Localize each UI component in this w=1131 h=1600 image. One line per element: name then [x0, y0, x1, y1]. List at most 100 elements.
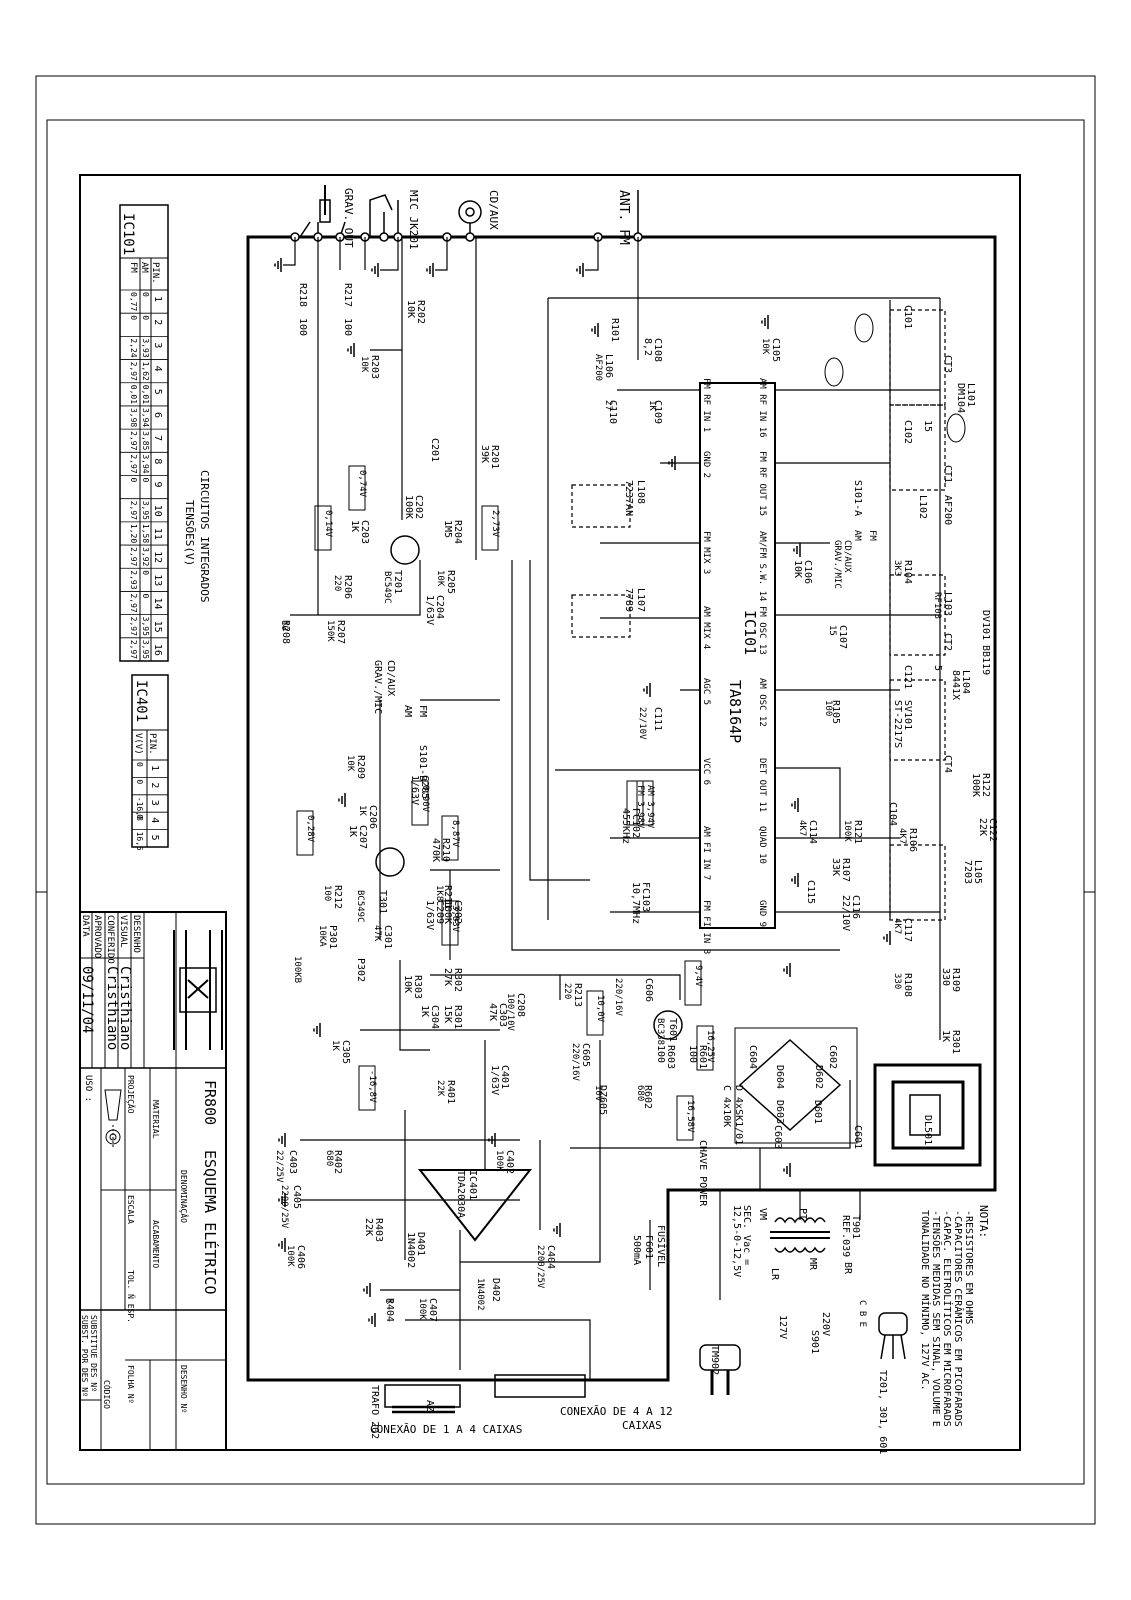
- component-label: C102: [902, 420, 913, 444]
- component-label: C108: [652, 338, 663, 362]
- component-label: 1/63V: [489, 1065, 500, 1095]
- component-label: R603: [665, 1045, 676, 1069]
- cd-aux-switch-label: CD/AUX: [385, 660, 396, 696]
- component-label: C104: [887, 802, 898, 826]
- component-label: D 4xSK1/01: [733, 1085, 744, 1145]
- component-label: C305: [340, 1040, 351, 1064]
- component-label: C116: [850, 895, 861, 919]
- component-label: C403: [287, 1150, 298, 1174]
- component-label: 100/10V: [505, 993, 515, 1032]
- component-label: FC102: [630, 808, 641, 838]
- ic401-pin-label: PIN.: [147, 733, 157, 755]
- component-label: R107: [840, 858, 851, 882]
- component-label: L101: [965, 383, 976, 407]
- component-label: C202: [413, 495, 424, 519]
- component-label: C603: [772, 1125, 783, 1149]
- bridge-outer-box: [734, 1027, 858, 1144]
- ic101-pin-left: AM MIX 4: [701, 606, 711, 649]
- ic101-am-value: 3,95: [141, 640, 150, 659]
- transistor-note: T201, 301, 601: [877, 1370, 888, 1454]
- component-label: C203: [359, 520, 370, 544]
- component-label: 330: [940, 968, 951, 986]
- ic401-v-label: V(V): [133, 733, 143, 755]
- ic101-pin-left: AGC 5: [701, 678, 711, 705]
- component-label: 10K: [402, 975, 413, 993]
- ic101-fm-value: 2,93: [129, 570, 138, 589]
- component-label: 100: [297, 318, 308, 336]
- af-badge: [824, 357, 844, 387]
- component-label: C601: [852, 1125, 863, 1149]
- component-label: VM: [757, 1208, 768, 1220]
- component-label: L106: [603, 354, 614, 378]
- component-label: SV101: [902, 700, 913, 730]
- t601-transistor: [653, 1010, 683, 1040]
- switch-label-cdaux-top: CD/AUX: [842, 540, 852, 573]
- component-label: T601: [667, 1018, 678, 1042]
- ic101-pin-number: 15: [152, 621, 163, 633]
- voltage-callout-box: [296, 810, 314, 856]
- component-label: C304: [429, 1005, 440, 1029]
- ic101-pin-number: 3: [152, 342, 163, 348]
- component-label: R108: [902, 973, 913, 997]
- ic401-pin-number: 3: [149, 800, 160, 806]
- component-label: C209: [434, 900, 445, 924]
- ic101-fm-value: 2,97: [129, 362, 138, 381]
- ic101-pin-right: FM RF OUT 15: [757, 451, 767, 516]
- component-label: R205: [445, 570, 456, 594]
- ic101-pin-right: AM RF IN 16: [757, 378, 767, 438]
- ic101-fm-value: 2,97: [129, 454, 138, 473]
- component-label: L103: [942, 592, 953, 616]
- component-label: 100K: [403, 495, 414, 519]
- component-label: 100: [823, 700, 833, 716]
- ic101-pin-right: AM/FM S.W. 14: [757, 531, 767, 601]
- voltage-callout: 9,4V: [693, 965, 703, 987]
- component-label: DL501: [922, 1115, 933, 1145]
- component-label: 33K: [830, 858, 841, 876]
- component-label: R208: [280, 620, 291, 644]
- component-label: R209: [355, 755, 366, 779]
- component-label: 1M5: [442, 520, 453, 538]
- voltage-callout: 3,83V: [450, 905, 460, 933]
- component-label: 2200/25V: [279, 1185, 289, 1229]
- component-label: R206: [342, 575, 353, 599]
- label-data: DATA: [80, 915, 90, 937]
- inner-border: [46, 119, 1085, 1485]
- visual-by: Cristhiano: [117, 966, 133, 1050]
- voltage-callout-box: [314, 505, 332, 551]
- wiring: [283, 237, 946, 1380]
- component-label: C405: [291, 1185, 302, 1209]
- tables-heading: CIRCUITOS INTEGRADOS: [198, 470, 211, 602]
- ic401-table-name: IC401: [133, 680, 149, 722]
- ic101-am-value: 3,95: [141, 617, 150, 636]
- voltage-callout: 0,90V: [420, 785, 430, 813]
- ic101-pin-left: FM RF IN 1: [701, 378, 711, 432]
- transistor-pin-letters: C B E: [857, 1300, 867, 1327]
- component-label: 22K: [435, 1080, 445, 1097]
- af-badge: [854, 313, 874, 343]
- component-label: R204: [452, 520, 463, 544]
- component-label: 8,2: [642, 338, 653, 356]
- ic101-am-value: 3,95: [141, 501, 150, 520]
- component-label: 15K: [442, 1005, 453, 1023]
- speaker-terminal-strip: [494, 1374, 586, 1398]
- component-label: T301: [377, 890, 388, 914]
- ic101-name: IC101: [741, 610, 759, 655]
- component-label: R213: [572, 983, 583, 1007]
- ic101-pin-left: FM MIX 3: [701, 531, 711, 574]
- voltage-callout-box: [358, 1065, 376, 1111]
- grav-out-label: GRAV. OUT: [342, 188, 355, 248]
- ic101-pin-number: 14: [152, 597, 163, 609]
- component-label: 500mA: [631, 1235, 642, 1265]
- company-logo: [173, 930, 223, 1050]
- component-label: 1K: [940, 1030, 951, 1042]
- label-material: MATERIAL: [151, 1100, 160, 1139]
- component-label: 100KB: [292, 956, 302, 983]
- component-label: 1N4002: [405, 1232, 416, 1268]
- component-label: 330: [892, 973, 902, 989]
- component-label: C106: [802, 560, 813, 584]
- ic101-fm-value: 0,01: [129, 385, 138, 404]
- component-label: FUSÍVEL: [655, 1225, 668, 1267]
- component-label: 100: [655, 1045, 666, 1063]
- mic-label: MIC JK201: [407, 190, 420, 250]
- ic101-pin-right: DET OUT 11: [757, 758, 767, 812]
